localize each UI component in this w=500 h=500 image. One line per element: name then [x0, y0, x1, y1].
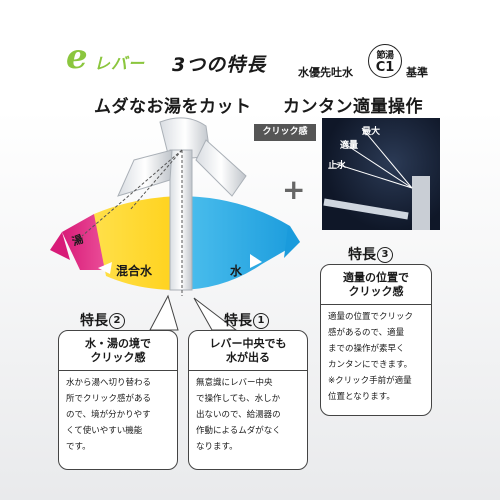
box2-pointer [149, 294, 179, 331]
feature-1-box: レバー中央でも 水が出る 無意識にレバー中央 で操作しても、水しか 出ないので、… [188, 330, 308, 470]
heading-easy-operation: カンタン適量操作 [283, 97, 423, 117]
feature-3-box: 適量の位置で クリック感 適量の位置でクリック 感があるので、適量 までの操作が… [320, 264, 432, 416]
arc-arrow-right [284, 226, 300, 258]
feature-2-number: 2 [109, 313, 125, 329]
faucet-illustration [117, 117, 247, 291]
seal-top-text: 節湯 [376, 51, 394, 61]
mixed-zone [94, 196, 178, 290]
feature-2-heading: 水・湯の境で クリック感 [59, 331, 177, 371]
plus-icon: + [282, 173, 306, 206]
water-saving-seal-badge: 節湯 C1 [368, 44, 402, 78]
water-right-arrow-icon [250, 254, 262, 268]
water-zone [178, 196, 300, 290]
brand-logo-e: e [66, 37, 88, 77]
mixed-left-arrow-icon [98, 262, 112, 274]
feature-2-box: 水・湯の境で クリック感 水から湯へ切り替わる 所でクリック感がある ので、境が… [58, 330, 178, 470]
heading-cut-waste: ムダなお湯をカット [94, 97, 252, 117]
mixed-zone-label: 混合水 [116, 264, 153, 278]
guide-line [81, 149, 183, 237]
arc-arrow-left [50, 232, 70, 260]
feature-2-body: 水から湯へ切り替わる 所でクリック感がある ので、境が分かりやす くて使いやすい… [66, 378, 152, 452]
faucet-photo [322, 118, 440, 230]
page-title: 3つの特長 [172, 54, 267, 76]
click-feel-callout: クリック感 [254, 124, 316, 141]
water-zone-label: 水 [230, 264, 243, 278]
feature-1-number: 1 [253, 313, 269, 329]
guide-line [129, 149, 183, 211]
water-first-label: 水優先吐水 [298, 66, 353, 79]
feature-1-heading: レバー中央でも 水が出る [189, 331, 307, 371]
seal-code-text: C1 [375, 60, 395, 75]
feature-3-body: 適量の位置でクリック 感があるので、適量 までの操作が素早く カンタンにできます… [328, 312, 414, 402]
feature-1-body: 無意識にレバー中央 で操作しても、水しか 出ないので、給湯器の 作動によるムダが… [196, 378, 281, 452]
standard-label: 基準 [406, 66, 428, 79]
photo-label-appropriate: 適量 [340, 141, 359, 151]
feature-3-number: 3 [377, 247, 393, 263]
photo-label-max: 最大 [362, 127, 381, 137]
photo-label-stop: 止水 [328, 161, 347, 171]
brand-logo-lever: レバー [94, 54, 146, 73]
feature-3-heading: 適量の位置で クリック感 [321, 265, 431, 305]
